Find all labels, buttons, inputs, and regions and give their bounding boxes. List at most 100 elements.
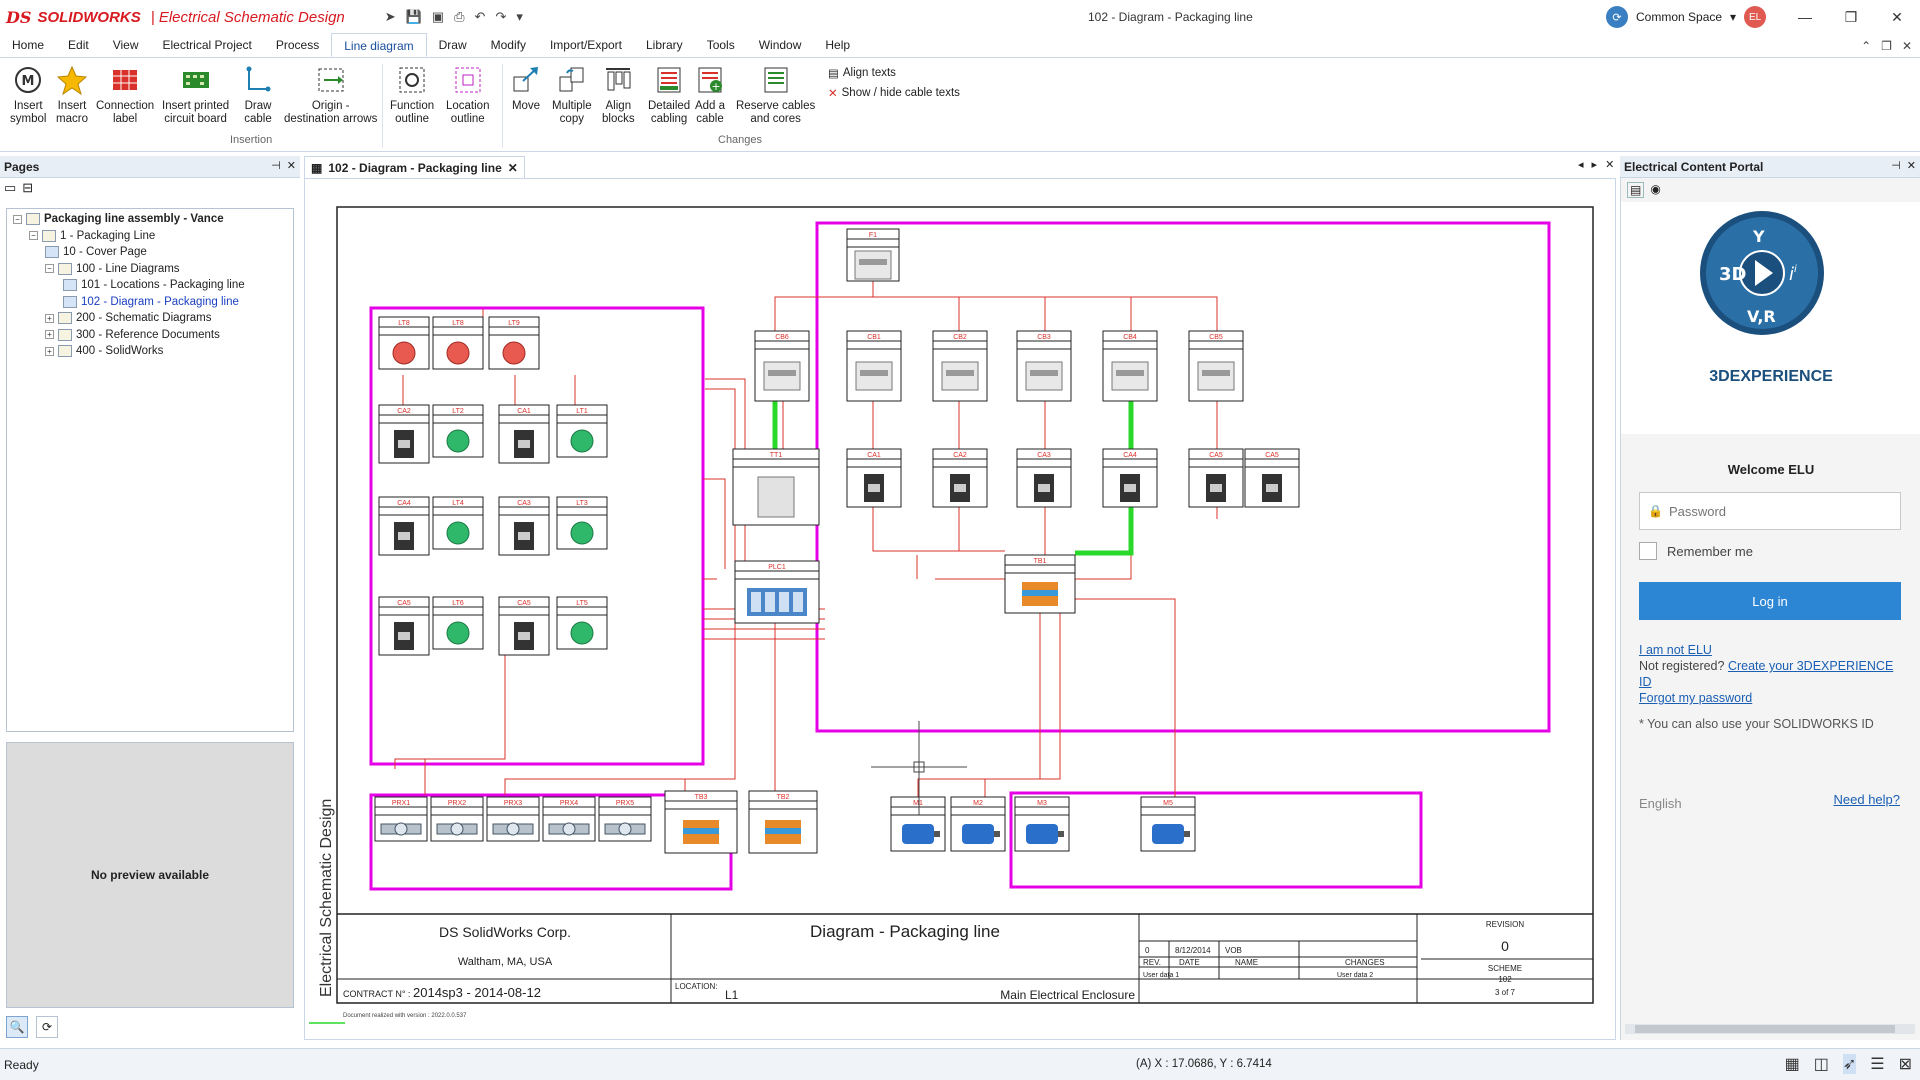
minimize-icon[interactable]: — — [1798, 9, 1812, 25]
component-pilot-green[interactable]: LT6 — [432, 596, 484, 650]
chevron-down-icon[interactable]: ▾ — [1730, 10, 1737, 24]
component-breaker[interactable]: CB5 — [1188, 330, 1244, 402]
close-doc-icon[interactable]: ✕ — [1901, 39, 1912, 53]
expand-icon[interactable]: − — [45, 264, 54, 273]
component-contactor[interactable]: CA2 — [932, 448, 988, 508]
component-pilot-green[interactable]: LT3 — [556, 496, 608, 550]
restore-doc-icon[interactable]: ❐ — [1881, 39, 1892, 53]
grid-icon[interactable]: ▦ — [1784, 1056, 1800, 1073]
tree-item[interactable]: 101 - Locations - Packaging line — [63, 277, 245, 293]
pin-icon[interactable]: ⊣ — [271, 160, 281, 172]
component-terminal[interactable]: TB3 — [664, 790, 738, 854]
tree-item[interactable]: −Packaging line assembly - Vance — [13, 211, 224, 227]
expand-icon[interactable]: − — [29, 231, 38, 240]
close-tab-icon[interactable]: ✕ — [507, 160, 518, 175]
component-motor[interactable]: M1 — [890, 796, 946, 852]
menu-electrical-project[interactable]: Electrical Project — [162, 38, 252, 52]
component-motor[interactable]: M5 — [1140, 796, 1196, 852]
component-contactor[interactable]: CA4 — [1102, 448, 1158, 508]
component-transformer[interactable]: TT1 — [732, 448, 820, 526]
menu-view[interactable]: View — [112, 38, 139, 52]
save-icon[interactable]: 💾 — [405, 9, 422, 24]
login-button[interactable]: Log in — [1639, 582, 1901, 620]
menu-draw[interactable]: Draw — [438, 38, 467, 52]
component-breaker[interactable]: CB3 — [1016, 330, 1072, 402]
component-breaker[interactable]: F1 — [846, 228, 900, 282]
menu-process[interactable]: Process — [275, 38, 320, 52]
tree-item[interactable]: +400 - SolidWorks — [45, 343, 163, 359]
menu-line-diagram[interactable]: Line diagram — [331, 33, 427, 57]
lines-icon[interactable]: ☰ — [1870, 1056, 1885, 1073]
close-icon[interactable]: ✕ — [1906, 160, 1916, 172]
component-pilot-red[interactable]: LT9 — [488, 316, 540, 370]
need-help-link[interactable]: Need help? — [1833, 792, 1901, 807]
component-pilot-green[interactable]: LT5 — [556, 596, 608, 650]
collapse-ribbon-icon[interactable]: ⌃ — [1861, 39, 1872, 53]
component-pilot-red[interactable]: LT8 — [432, 316, 484, 370]
tab-right-icon[interactable]: ▸ — [1591, 159, 1598, 171]
component-pilot-green[interactable]: LT1 — [556, 404, 608, 458]
refresh-icon[interactable]: ⟳ — [36, 1016, 58, 1038]
component-pilot-green[interactable]: LT4 — [432, 496, 484, 550]
component-terminal[interactable]: TB2 — [748, 790, 818, 854]
component-pilot-green[interactable]: LT2 — [432, 404, 484, 458]
component-contactor[interactable]: CA1 — [846, 448, 902, 508]
menu-edit[interactable]: Edit — [68, 38, 89, 52]
show-hide-cable-texts-button[interactable]: ✕Show / hide cable texts — [828, 87, 960, 100]
menu-import-export[interactable]: Import/Export — [549, 38, 622, 52]
menu-tools[interactable]: Tools — [706, 38, 735, 52]
scrollbar-thumb[interactable] — [1635, 1025, 1895, 1033]
component-contactor[interactable]: CA3 — [498, 496, 550, 556]
component-contactor[interactable]: CA5 — [498, 596, 550, 656]
expand-icon[interactable]: − — [13, 214, 22, 224]
component-breaker[interactable]: CB6 — [754, 330, 810, 402]
portal-list-icon[interactable]: ▤ — [1627, 182, 1645, 198]
align-texts-button[interactable]: ▤Align texts — [828, 67, 896, 80]
expand-icon[interactable]: + — [45, 330, 54, 339]
component-sensor[interactable]: PRX5 — [598, 796, 652, 842]
zoom-preview-icon[interactable]: 🔍 — [6, 1016, 28, 1038]
close-icon[interactable]: ✕ — [1891, 8, 1903, 25]
component-contactor[interactable]: CA5 — [1188, 448, 1244, 508]
component-motor[interactable]: M3 — [1014, 796, 1070, 852]
ortho-icon[interactable]: ◫ — [1813, 1056, 1829, 1073]
component-sensor[interactable]: PRX4 — [542, 796, 596, 842]
component-contactor[interactable]: CA5 — [1244, 448, 1300, 508]
tree-item[interactable]: 102 - Diagram - Packaging line — [63, 294, 239, 310]
component-plc[interactable]: PLC1 — [734, 560, 820, 624]
move-button[interactable]: Move — [510, 64, 542, 113]
component-pilot-red[interactable]: LT8 — [378, 316, 430, 370]
tree-item[interactable]: +300 - Reference Documents — [45, 327, 220, 343]
tab-diagram[interactable]: ▦ 102 - Diagram - Packaging line ✕ — [304, 156, 525, 178]
save-all-icon[interactable]: ▣ — [431, 9, 445, 24]
expand-icon[interactable]: + — [45, 346, 54, 356]
component-terminal[interactable]: TB1 — [1004, 554, 1076, 614]
tree-item[interactable]: −1 - Packaging Line — [29, 228, 155, 244]
restore-icon[interactable]: ❐ — [1844, 8, 1858, 25]
component-motor[interactable]: M2 — [950, 796, 1006, 852]
close-icon[interactable]: ✕ — [286, 160, 296, 172]
origin-destination-button[interactable]: Origin -destination arrows — [284, 64, 377, 126]
snap-icon[interactable]: ⊠ — [1898, 1056, 1912, 1073]
pin-icon[interactable]: ⊣ — [1891, 160, 1901, 172]
pointer-icon[interactable]: ➤ — [384, 9, 396, 24]
menu-window[interactable]: Window — [758, 38, 802, 52]
not-user-link[interactable]: I am not ELU — [1639, 643, 1712, 657]
component-breaker[interactable]: CB1 — [846, 330, 902, 402]
expand-icon[interactable]: + — [45, 313, 54, 323]
space-selector[interactable]: Common Space — [1636, 10, 1723, 24]
tab-left-icon[interactable]: ◂ — [1578, 159, 1584, 171]
avatar[interactable]: EL — [1744, 6, 1767, 28]
remember-checkbox[interactable] — [1639, 542, 1657, 560]
